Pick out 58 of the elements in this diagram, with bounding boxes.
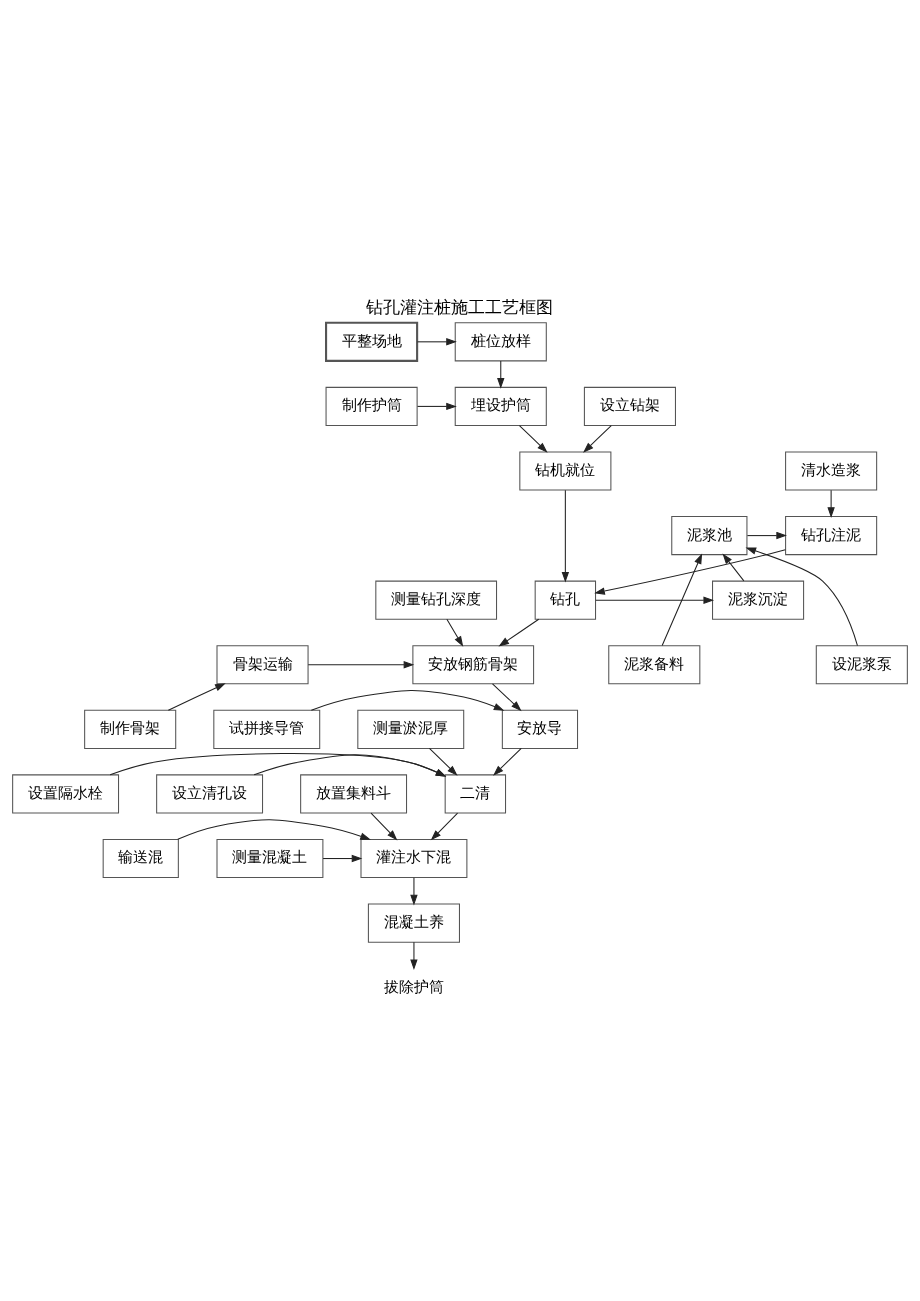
arrow (109, 752, 447, 777)
arrow (746, 531, 787, 539)
node-box: 泥浆备料 (608, 644, 701, 684)
diagram-title: 钻孔灌注桩施工工艺框图 (366, 296, 554, 317)
node-box: 灌注水下混 (360, 838, 468, 878)
arrow (307, 660, 415, 668)
arrow (498, 618, 540, 647)
node-box: 桩位放样 (454, 321, 547, 361)
arrow (417, 402, 457, 410)
arrow (594, 548, 786, 595)
node-box: 安放钢筋骨架 (412, 644, 535, 684)
arrow (492, 682, 522, 711)
node-box: 埋设护筒 (454, 386, 547, 426)
arrow (410, 876, 418, 905)
arrow (410, 941, 418, 970)
node-box: 测量淤泥厚 (357, 709, 465, 749)
node-box: 输送混 (102, 838, 179, 878)
node-box: 泥浆沉淀 (712, 580, 805, 620)
arrow (583, 424, 612, 453)
node-box: 测量混凝土 (216, 838, 324, 878)
arrow (745, 546, 858, 646)
arrow (561, 489, 570, 583)
node-box: 骨架运输 (216, 644, 309, 684)
arrow (167, 682, 226, 711)
node-box: 制作骨架 (84, 709, 177, 749)
arrow (370, 812, 398, 840)
arrow (518, 424, 548, 453)
node-box: 清水造浆 (785, 450, 878, 491)
arrow (446, 618, 464, 647)
node-box: 泥浆池 (671, 515, 748, 555)
node-box: 平整场地 (325, 321, 419, 362)
node-box: 设立钻架 (583, 386, 676, 426)
node-box: 放置集料斗 (300, 773, 408, 814)
arrow (177, 818, 371, 840)
node-box: 设泥浆泵 (815, 644, 908, 684)
arrow (430, 812, 459, 840)
node-text: 拔除护筒 (383, 977, 444, 995)
arrow (722, 552, 745, 581)
arrow (417, 337, 457, 346)
node-box: 安放导 (501, 709, 579, 749)
node-box: 钻机就位 (519, 450, 612, 491)
node-box: 混凝土养 (367, 903, 460, 943)
node-box: 二清 (444, 773, 507, 814)
arrow (661, 552, 703, 646)
arrow (827, 489, 835, 518)
node-box: 设立清孔设 (156, 773, 264, 814)
arrow (428, 747, 458, 776)
node-box: 钻孔 (534, 580, 597, 620)
arrow (493, 747, 522, 776)
node-box: 钻孔注泥 (785, 515, 878, 555)
node-box: 试拼接导管 (213, 709, 321, 749)
arrow (595, 595, 715, 604)
arrow (310, 689, 505, 711)
node-box: 设置隔水栓 (12, 773, 120, 814)
arrow (322, 854, 363, 862)
arrow (253, 753, 447, 777)
node-box: 测量钻孔深度 (375, 580, 498, 620)
node-box: 制作护筒 (325, 386, 418, 426)
